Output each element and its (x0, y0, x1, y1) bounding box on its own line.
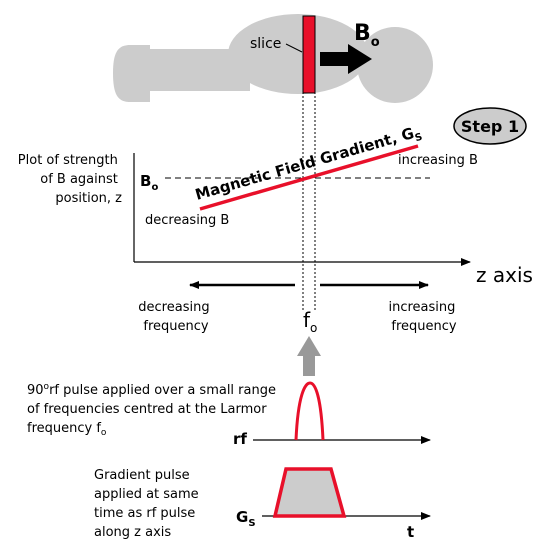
b0-label: Bo (354, 21, 380, 50)
gradient-pulse-description: Gradient pulse applied at same time as r… (94, 468, 203, 540)
gray-up-arrow (297, 336, 321, 376)
slice-label: slice (250, 36, 281, 52)
decreasing-b-label: decreasing B (145, 213, 229, 228)
slice-guide-lines (302, 92, 316, 310)
plot-label: Plot of strength of B against position, … (18, 153, 122, 206)
slice-band (302, 15, 316, 94)
t-label: t (407, 523, 414, 541)
decreasing-frequency-label: decreasing frequency (138, 300, 213, 334)
slice-pointer (285, 43, 303, 53)
increasing-frequency-label: increasing frequency (388, 300, 459, 334)
head-silhouette (113, 14, 433, 103)
z-axis-label: z axis (476, 263, 533, 287)
f0-label: fo (303, 308, 317, 335)
b0-arrow (320, 44, 372, 74)
gradient-label: Magnetic Field Gradient, GS (193, 122, 424, 207)
step-label: Step 1 (461, 117, 519, 136)
axis-b0-label: Bo (140, 172, 158, 193)
rf-pulse-description: 90orf pulse applied over a small range o… (27, 382, 280, 438)
rf-pulse-shape (294, 381, 325, 441)
gradient-pulse-shape (272, 467, 347, 518)
step-badge: Step 1 (453, 107, 527, 145)
gradient-line (199, 144, 419, 211)
increasing-b-label: increasing B (398, 153, 478, 168)
rf-label: rf (233, 430, 247, 448)
gs-label: GS (236, 508, 256, 529)
